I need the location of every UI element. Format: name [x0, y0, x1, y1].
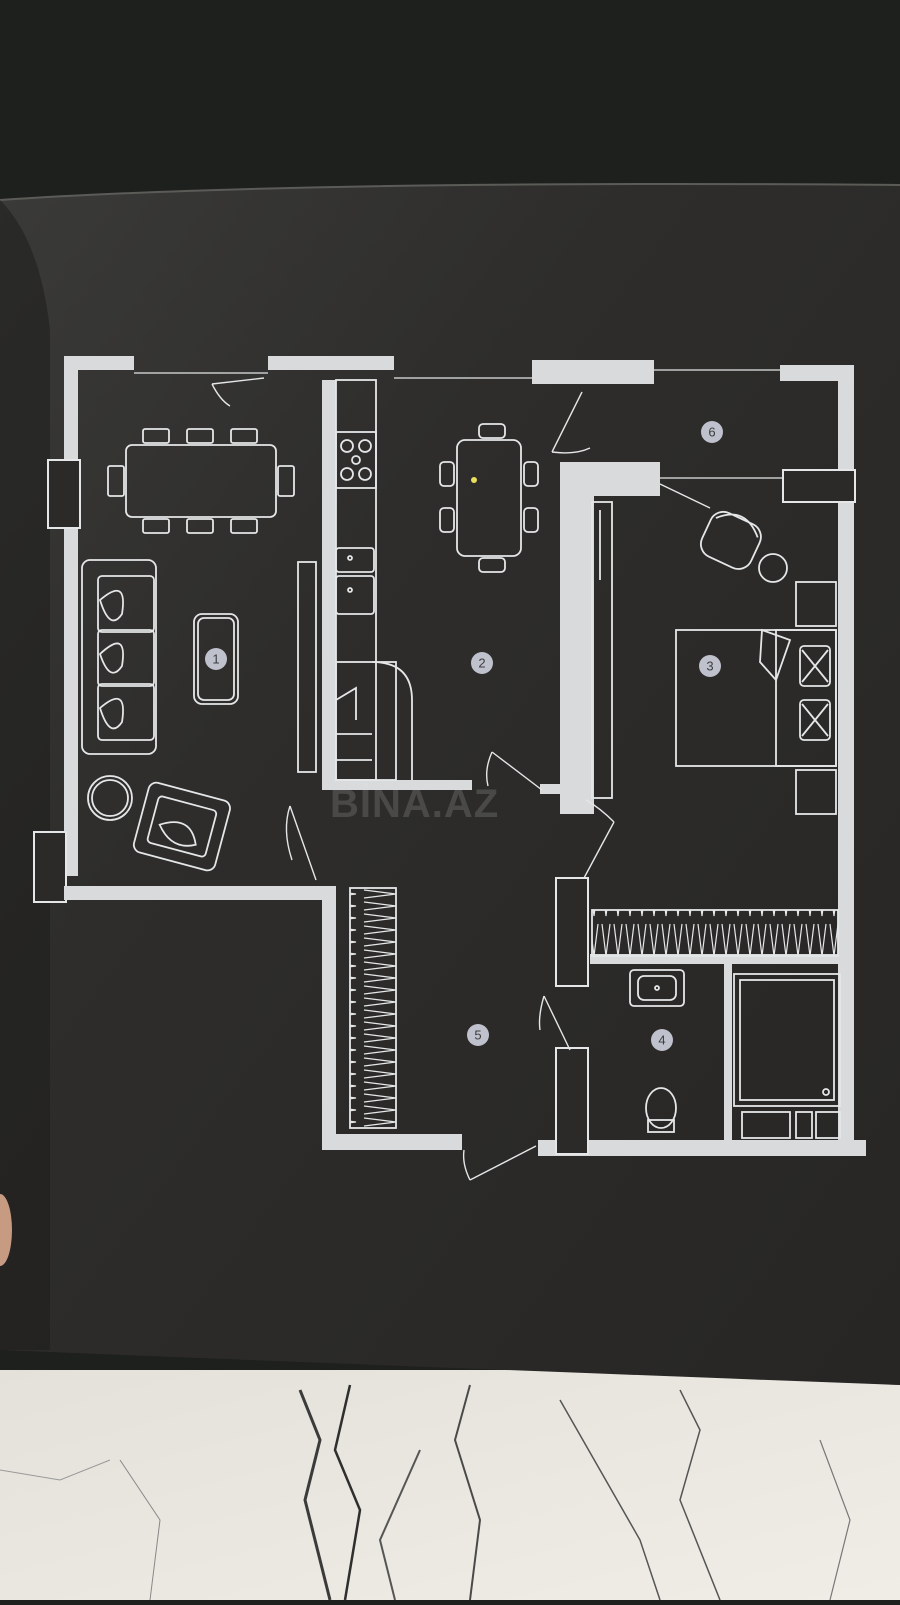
doors	[211, 377, 711, 1181]
marble-surface	[0, 1370, 900, 1601]
room-2-badge	[471, 652, 493, 674]
bathroom-fixtures	[629, 969, 841, 1139]
room-3-badge	[699, 655, 721, 677]
finger-tip	[0, 1194, 12, 1266]
watermark: BİNA.AZ	[330, 782, 500, 826]
kitchen-furniture	[335, 379, 613, 799]
left-page-curl	[0, 200, 50, 1350]
room-6-label: 6	[708, 425, 715, 440]
windows	[134, 369, 783, 479]
wardrobes	[349, 887, 839, 1129]
room-3-label: 3	[706, 659, 713, 674]
room-badges	[205, 421, 723, 1051]
living-room-furniture	[81, 428, 317, 872]
room-4-label: 4	[658, 1033, 665, 1048]
room-1-label: 1	[212, 652, 219, 667]
room-labels: 1 2 3 4 5 6	[212, 425, 715, 1048]
room-4-badge	[651, 1029, 673, 1051]
room-6-badge	[701, 421, 723, 443]
floor-plan	[33, 356, 866, 1181]
page-edge-highlight	[0, 183, 900, 201]
bedroom-furniture	[675, 510, 837, 815]
room-1-badge	[205, 648, 227, 670]
room-2-label: 2	[478, 656, 485, 671]
room-5-badge	[467, 1024, 489, 1046]
room-5-label: 5	[474, 1028, 481, 1043]
walls	[33, 356, 866, 1156]
